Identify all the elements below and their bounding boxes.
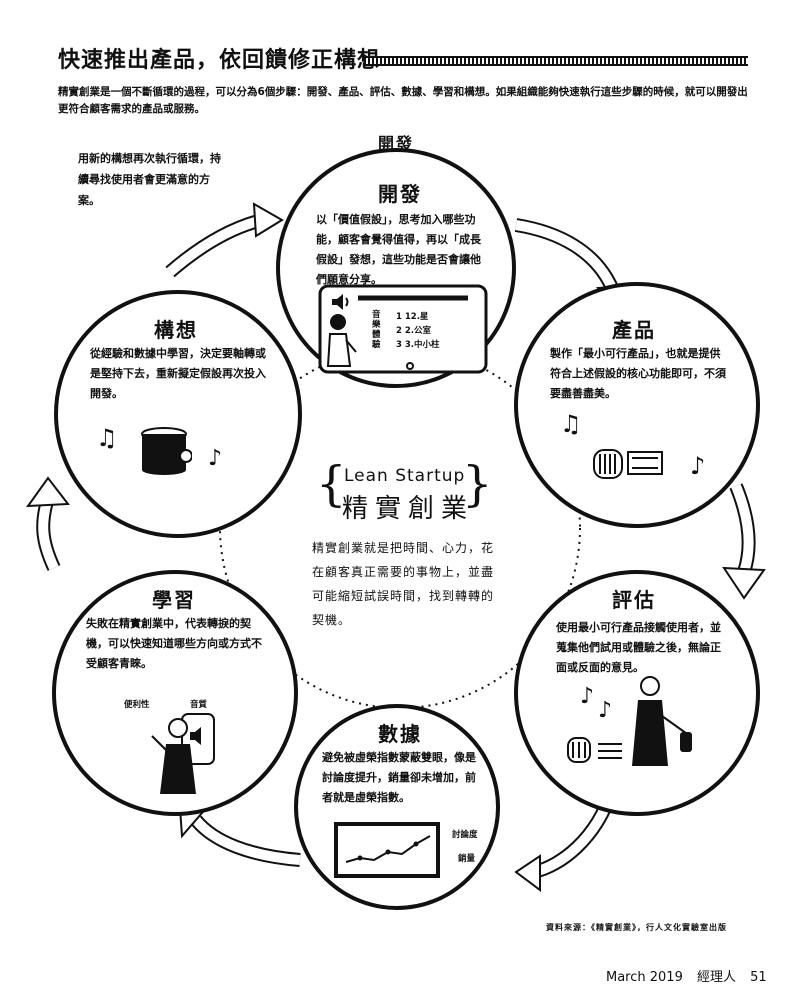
music-note-icon: ♫	[96, 424, 118, 452]
develop-option-1: 1 12.星	[396, 312, 429, 322]
arrow-product-evaluate	[722, 566, 766, 600]
develop-option-3: 3 3.中小柱	[396, 340, 440, 350]
evaluate-text: 使用最小可行產品接觸使用者，並蒐集他們試用或體驗之後，無論正面或反面的意見。	[556, 621, 721, 674]
title-row: 快速推出產品，依回饋修正構想	[58, 42, 748, 76]
node-product	[514, 282, 760, 528]
evaluate-title: 評估	[612, 588, 656, 612]
music-note-icon: ♪	[598, 698, 613, 723]
node-evaluate	[514, 570, 760, 816]
person-icon	[632, 676, 692, 766]
phone-icon	[318, 284, 488, 374]
music-note-icon: ♪	[690, 452, 706, 480]
music-note-icon: ♪	[580, 684, 595, 709]
center-title-english: Lean Startup	[344, 466, 466, 486]
smart-speaker-icon	[141, 427, 192, 475]
node-idea	[54, 290, 302, 538]
learn-title: 學習	[152, 588, 196, 612]
music-note-icon: ♫	[560, 410, 582, 438]
develop-title: 開發	[378, 182, 422, 206]
develop-option-2: 2 2.公室	[396, 326, 432, 336]
center-description: 精實創業就是把時間、心力，花在顧客真正需要的事物上，並盡可能縮短試誤時間，找到轉…	[312, 541, 495, 627]
person-icon	[326, 314, 357, 367]
learn-label-convenience: 便利性	[124, 700, 150, 710]
idea-title: 構想	[154, 318, 198, 342]
page-title: 快速推出產品，依回饋修正構想	[58, 48, 381, 73]
smart-speaker-icon	[567, 737, 622, 763]
data-text: 避免被虛榮指數蒙蔽雙眼，像是討論度提升，銷量卻未增加，前者就是虛榮指數。	[322, 751, 476, 804]
data-chart-label-discussion: 討論度	[452, 830, 478, 840]
speaker-icon	[332, 294, 349, 310]
arrow-evaluate-data	[514, 854, 541, 892]
music-note-icon: ♪	[208, 446, 223, 471]
data-chart-label-sales: 銷量	[458, 854, 476, 864]
center-brace-right: }	[462, 456, 493, 512]
arrow-learn-idea	[25, 476, 70, 508]
footer-month: March 2019	[606, 970, 683, 985]
source-credit: 資料來源：《精實創業》，行人文化實驗室出版	[546, 923, 727, 932]
cycle-note: 用新的構想再次執行循環，持續尋找使用者會更滿意的方案。	[78, 148, 228, 211]
smart-speaker-icon	[593, 449, 663, 479]
center-title-chinese: 精實創業	[342, 494, 475, 524]
footer-page-number: 51	[750, 970, 767, 985]
line-chart-icon	[334, 822, 440, 878]
develop-vertical-label: 音樂體驗	[372, 310, 381, 350]
page-footer: March 2019 經理人 51	[606, 966, 777, 985]
learn-text: 失敗在精實創業中，代表轉捩的契機，可以快速知道哪些方向或方式不受顧客青睞。	[86, 617, 262, 670]
idea-text: 從經驗和數據中學習，決定要軸轉或是堅持下去，重新擬定假設再次投入開發。	[90, 347, 266, 400]
data-title: 數據	[378, 722, 422, 746]
product-title: 產品	[612, 318, 656, 342]
title-decoration-bar	[364, 56, 748, 66]
learn-label-sound: 音質	[190, 700, 208, 710]
arrow-idea-develop	[252, 202, 284, 238]
intro-paragraph: 精實創業是一個不斷循環的過程，可以分為6個步驟：開發、產品、評估、數據、學習和構…	[58, 86, 748, 115]
person-icon	[151, 718, 196, 794]
center-brace-left: {	[316, 456, 347, 512]
footer-magazine: 經理人	[697, 970, 737, 985]
product-text: 製作「最小可行產品」，也就是提供符合上述假設的核心功能即可，不須要盡善盡美。	[550, 347, 726, 400]
develop-text: 以「價值假設」，思考加入哪些功能，顧客會覺得值得，再以「成長假設」發想，這些功能…	[316, 213, 481, 286]
